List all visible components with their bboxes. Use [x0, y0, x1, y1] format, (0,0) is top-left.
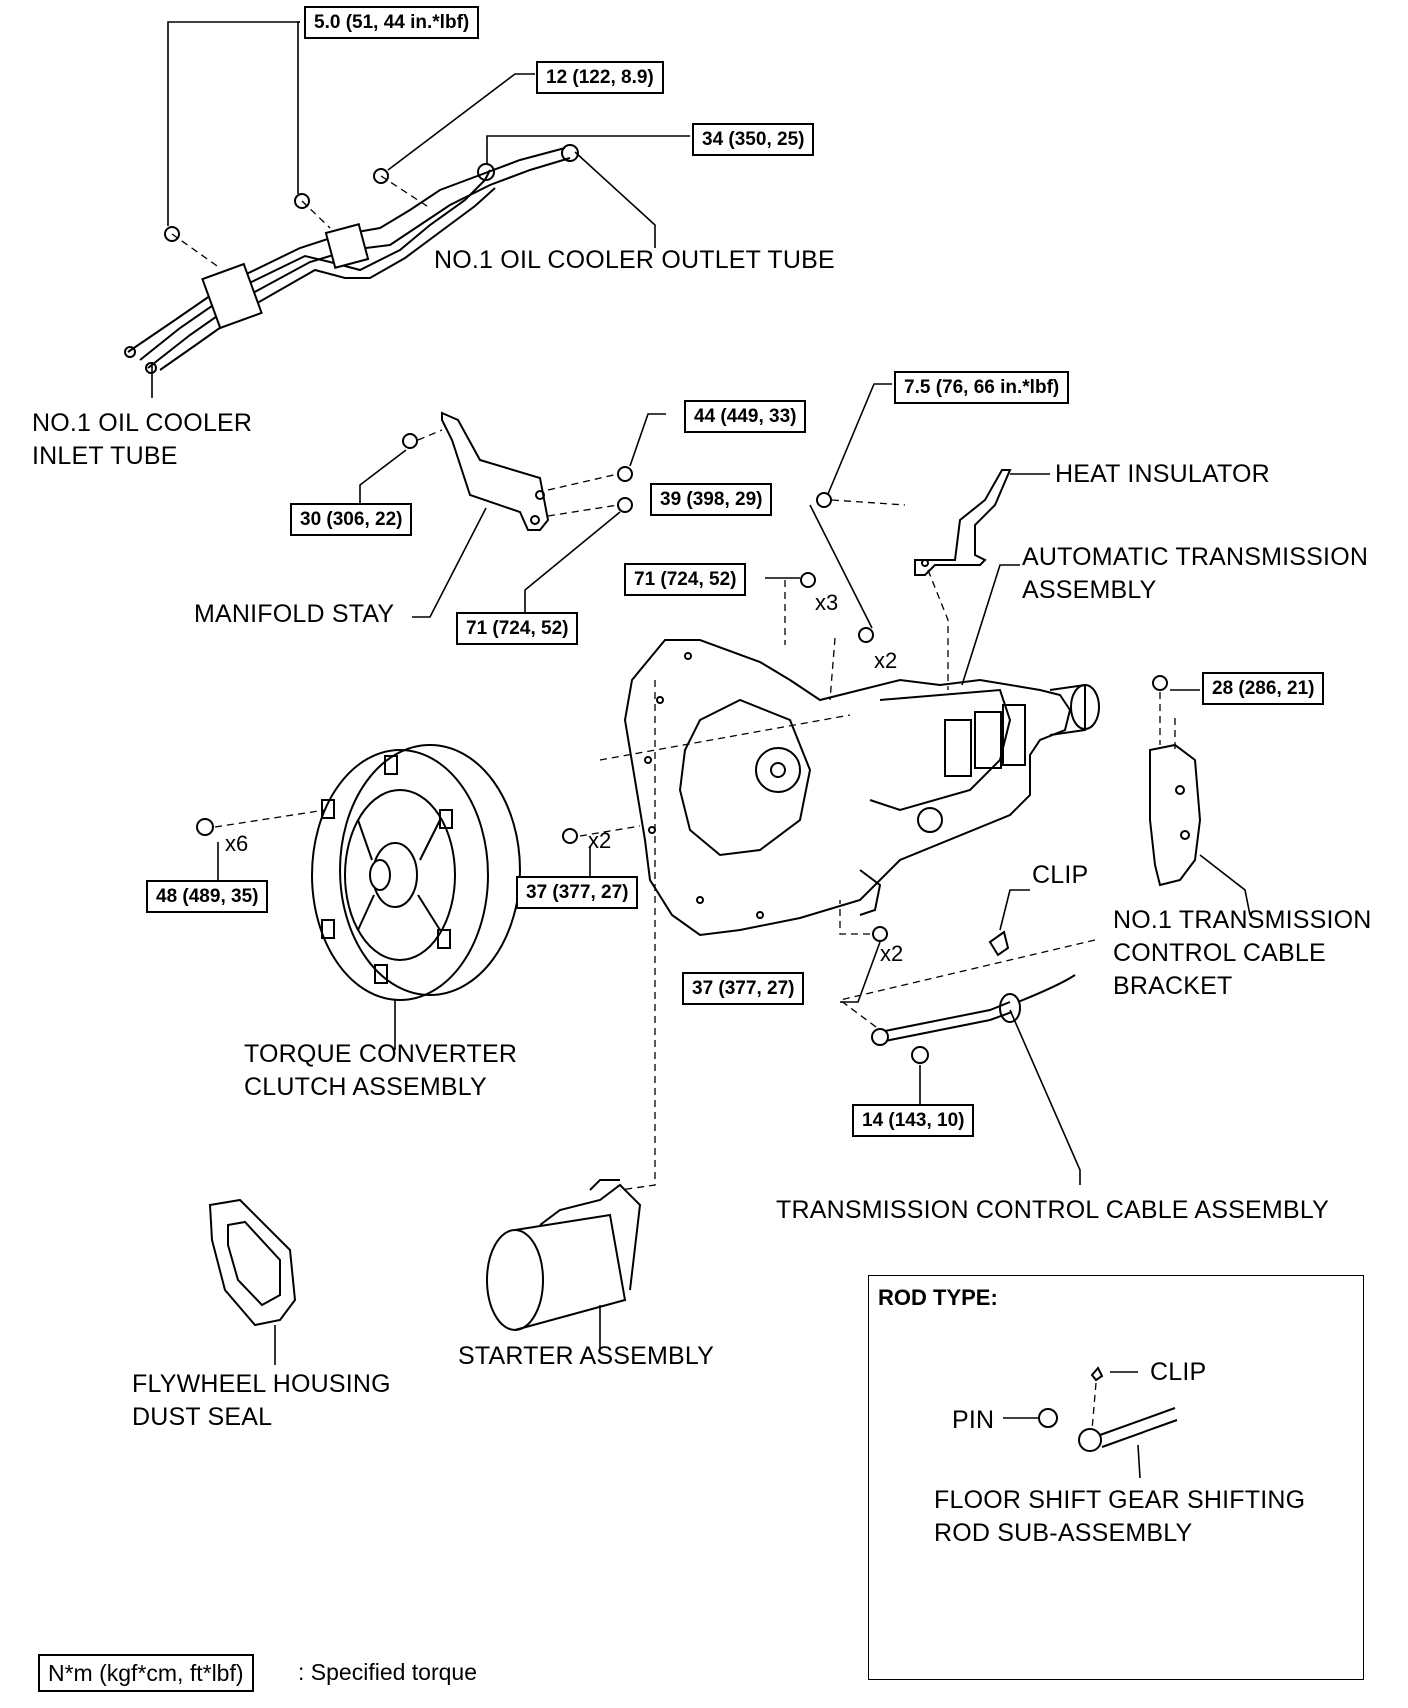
heat-insulator-part	[816, 469, 1012, 576]
rod-type-pin-label: PIN	[952, 1406, 995, 1434]
torque-39: 39 (398, 29)	[650, 483, 773, 516]
label-bracket-line2: CONTROL CABLE	[1113, 939, 1326, 967]
legend-torque-units: N*m (kgf*cm, ft*lbf)	[38, 1654, 254, 1692]
multiplier-x3: x3	[815, 590, 839, 615]
label-oil-cooler-outlet-tube: NO.1 OIL COOLER OUTLET TUBE	[434, 246, 835, 274]
rod-type-rod-label-line1: FLOOR SHIFT GEAR SHIFTING	[934, 1486, 1306, 1514]
label-torque-converter-line1: TORQUE CONVERTER	[244, 1040, 518, 1068]
manifold-stay-part	[402, 411, 633, 531]
rod-type-clip-label: CLIP	[1150, 1358, 1207, 1386]
dust-seal-part	[208, 1198, 297, 1327]
label-manifold-stay: MANIFOLD STAY	[194, 600, 395, 628]
starter-part	[486, 1179, 642, 1331]
automatic-transmission-part	[623, 639, 1100, 937]
rod-type-rod-label-line2: ROD SUB-ASSEMBLY	[934, 1519, 1193, 1547]
label-bracket-line3: BRACKET	[1113, 972, 1233, 1000]
oil-cooler-tubes	[124, 144, 579, 374]
torque-37-left: 37 (377, 27)	[516, 876, 639, 909]
torque-28: 28 (286, 21)	[1202, 672, 1325, 705]
multiplier-x2-lower: x2	[880, 941, 904, 966]
multiplier-x6: x6	[225, 831, 249, 856]
label-oil-cooler-inlet-tube-line1: NO.1 OIL COOLER	[32, 409, 253, 437]
label-dust-seal-line1: FLYWHEEL HOUSING	[132, 1370, 391, 1398]
control-cable-bracket-part	[1149, 743, 1202, 887]
multiplier-x2-left: x2	[588, 828, 612, 853]
clip-part	[988, 930, 1010, 957]
torque-71-upper: 71 (724, 52)	[624, 563, 747, 596]
torque-14: 14 (143, 10)	[852, 1104, 975, 1137]
torque-converter-part	[196, 744, 521, 1001]
torque-44: 44 (449, 33)	[684, 400, 807, 433]
label-control-cable-assembly: TRANSMISSION CONTROL CABLE ASSEMBLY	[776, 1196, 1329, 1224]
torque-7-5: 7.5 (76, 66 in.*lbf)	[894, 371, 1070, 404]
label-at-assembly-line2: ASSEMBLY	[1022, 576, 1157, 604]
legend-description: : Specified torque	[298, 1659, 478, 1685]
rod-type-inset	[868, 1275, 1364, 1680]
multiplier-x2-upper: x2	[874, 648, 898, 673]
torque-5-0: 5.0 (51, 44 in.*lbf)	[304, 6, 480, 39]
torque-37-lower: 37 (377, 27)	[682, 972, 805, 1005]
label-oil-cooler-inlet-tube-line2: INLET TUBE	[32, 442, 178, 470]
torque-12: 12 (122, 8.9)	[536, 61, 664, 94]
torque-71-lower: 71 (724, 52)	[456, 612, 579, 645]
torque-34: 34 (350, 25)	[692, 123, 815, 156]
label-at-assembly-line1: AUTOMATIC TRANSMISSION	[1022, 543, 1369, 571]
label-torque-converter-line2: CLUTCH ASSEMBLY	[244, 1073, 487, 1101]
label-dust-seal-line2: DUST SEAL	[132, 1403, 273, 1431]
transmission-bolts	[562, 572, 1168, 942]
label-bracket-line1: NO.1 TRANSMISSION	[1113, 906, 1372, 934]
rod-type-title: ROD TYPE:	[878, 1285, 998, 1310]
torque-48: 48 (489, 35)	[146, 880, 269, 913]
label-starter-assembly: STARTER ASSEMBLY	[458, 1342, 715, 1370]
label-heat-insulator: HEAT INSULATOR	[1055, 460, 1270, 488]
label-clip: CLIP	[1032, 861, 1089, 889]
control-cable-part	[871, 974, 1076, 1064]
torque-30: 30 (306, 22)	[290, 503, 413, 536]
